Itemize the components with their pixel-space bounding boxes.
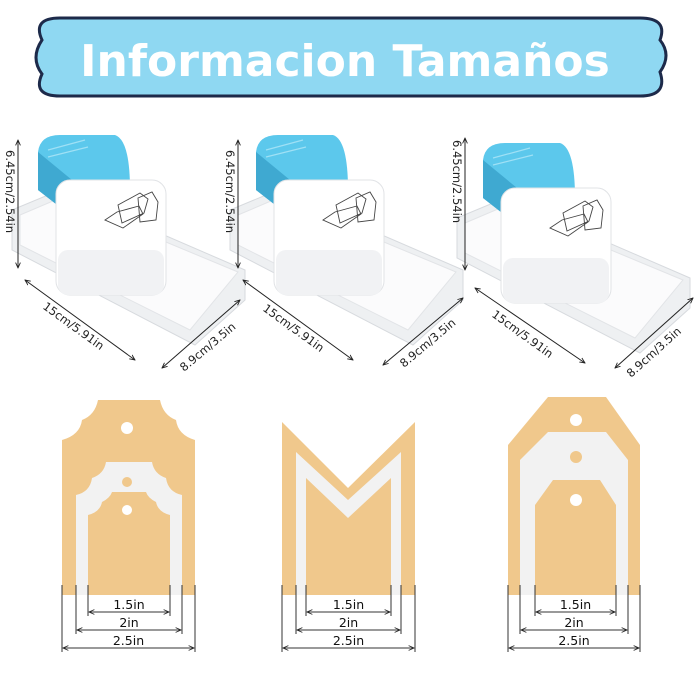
length-arrow bbox=[475, 288, 585, 363]
page-title: Informacion Tamaños bbox=[80, 36, 610, 87]
height-label: 6.45cm/2.54in bbox=[450, 140, 464, 223]
tag-chevron bbox=[282, 422, 415, 595]
height-label: 6.45cm/2.54in bbox=[3, 150, 17, 233]
width-arrow bbox=[162, 300, 240, 368]
length-arrow bbox=[25, 280, 135, 360]
banner-shape bbox=[34, 16, 668, 98]
tag-size-label: 1.5in bbox=[113, 597, 144, 612]
punch-3: 6.45cm/2.54in 15cm/5.91in 8.9cm/3.5in bbox=[450, 138, 693, 380]
length-label: 15cm/5.91in bbox=[489, 307, 556, 361]
tag-size-label: 1.5in bbox=[333, 597, 364, 612]
width-arrow bbox=[615, 298, 693, 368]
tag-size-label: 2in bbox=[339, 615, 358, 630]
tag-clipped bbox=[508, 397, 640, 595]
tag-size-label: 2in bbox=[119, 615, 138, 630]
title-banner: Informacion Tamaños bbox=[34, 16, 668, 98]
tag-size-label: 1.5in bbox=[560, 597, 591, 612]
craft-punch-image bbox=[456, 142, 691, 354]
tag-scalloped bbox=[62, 400, 195, 595]
length-label: 15cm/5.91in bbox=[260, 301, 327, 355]
tag-size-label: 2.5in bbox=[333, 633, 364, 648]
tag-size-label: 2in bbox=[564, 615, 583, 630]
punch-2: 6.45cm/2.54in 15cm/5.91in 8.9cm/3.5in bbox=[223, 134, 463, 370]
tag-size-label: 2.5in bbox=[558, 633, 589, 648]
height-label: 6.45cm/2.54in bbox=[223, 150, 237, 233]
length-label: 15cm/5.91in bbox=[40, 299, 107, 353]
punch-1: 6.45cm/2.54in 15cm/5.91in 8.9cm/3.5in bbox=[3, 134, 246, 374]
length-arrow bbox=[243, 280, 353, 360]
tag-size-label: 2.5in bbox=[113, 633, 144, 648]
width-arrow bbox=[383, 298, 463, 365]
tag-dimensions: 1.5in 2in 2.5in 1.5in 2in 2.5in 1.5in 2in 2.5in bbox=[61, 585, 641, 652]
